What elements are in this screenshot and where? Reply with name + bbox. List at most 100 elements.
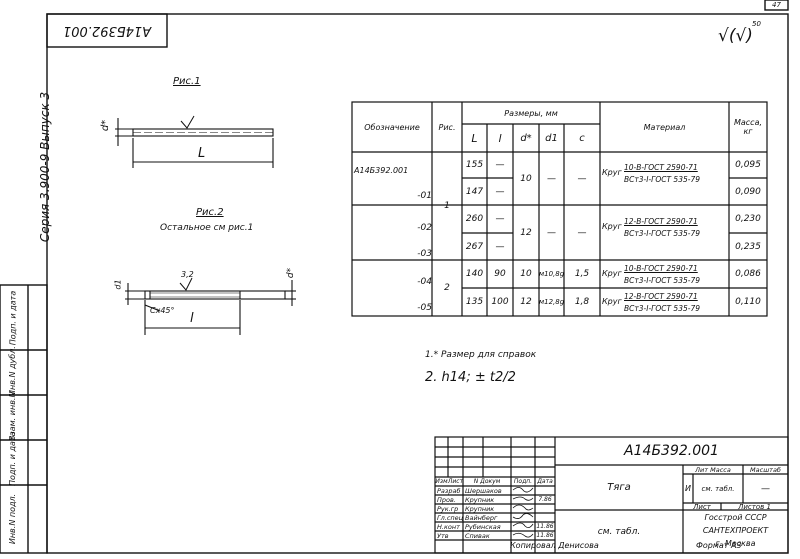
row-designation: -02 bbox=[417, 223, 432, 233]
tb-name: Крупник bbox=[465, 504, 495, 513]
cell-d: 10 bbox=[520, 269, 532, 279]
title-code: А14Б392.001 bbox=[624, 443, 719, 459]
title-scale-val: — bbox=[761, 483, 770, 494]
th-L: L bbox=[471, 131, 478, 145]
cell-l: — bbox=[495, 214, 505, 224]
cell-d1: — bbox=[547, 227, 556, 238]
th-dims: Размеры, мм bbox=[504, 108, 558, 118]
tb-name: Вайнберг bbox=[465, 513, 498, 522]
tb-name: Шершаков bbox=[465, 486, 502, 495]
tb-role: Разраб bbox=[437, 486, 461, 495]
cell-d: 12 bbox=[520, 227, 532, 238]
cell-mass: 0,235 bbox=[735, 241, 761, 252]
cell-d1: м10,8g bbox=[538, 270, 565, 278]
cell-l: — bbox=[495, 160, 505, 170]
th-d1: d1 bbox=[545, 132, 558, 144]
cell-d1: — bbox=[547, 173, 556, 184]
title-sheet: Лист bbox=[693, 502, 711, 511]
cell-c: 1,5 bbox=[574, 269, 590, 279]
material-prefix: Круг bbox=[602, 297, 622, 306]
cell-c: 1,8 bbox=[574, 297, 590, 307]
note-1: 1.* Размер для справок bbox=[425, 350, 537, 360]
cell-l: 90 bbox=[494, 269, 506, 279]
cell-mass: 0,086 bbox=[735, 269, 761, 279]
title-scale: Масштаб bbox=[750, 465, 781, 474]
cell-d1: м12,8g bbox=[538, 298, 565, 306]
tb-col-header: Дата bbox=[537, 478, 553, 485]
row-designation: -03 bbox=[417, 249, 432, 259]
cell-d: 12 bbox=[520, 297, 532, 307]
material-bottom: ВСт3-I-ГОСТ 535-79 bbox=[624, 229, 700, 238]
material-top: 12-В-ГОСТ 2590-71 bbox=[624, 217, 698, 226]
cell-L: 135 bbox=[465, 297, 484, 307]
row-designation: -01 bbox=[417, 191, 432, 201]
tb-role: Рук.гр bbox=[437, 504, 459, 513]
title-org1: Госстрой СССР bbox=[704, 513, 767, 522]
cell-mass: 0,090 bbox=[735, 186, 761, 197]
format-label: Формат А3 bbox=[696, 541, 742, 550]
tb-col-header: Подп. bbox=[513, 478, 533, 485]
tb-date: 11.86 bbox=[536, 523, 554, 530]
row-designation: -05 bbox=[417, 303, 432, 313]
tb-col-header: Изм bbox=[435, 478, 448, 485]
material-top: 10-В-ГОСТ 2590-71 bbox=[624, 163, 698, 172]
cell-l: — bbox=[495, 186, 505, 197]
fig2-l-label: l bbox=[190, 311, 194, 326]
title-mass-val: см. табл. bbox=[701, 484, 735, 493]
fig1-L-label: L bbox=[198, 146, 206, 161]
sheet-number: 47 bbox=[772, 1, 781, 9]
cell-c: — bbox=[577, 173, 587, 184]
th-d: d* bbox=[520, 132, 532, 144]
material-top: 10-В-ГОСТ 2590-71 bbox=[624, 264, 698, 273]
tb-date: 11.86 bbox=[536, 532, 554, 539]
tb-col-header: N Докум bbox=[473, 478, 501, 485]
tb-col-header: Лист bbox=[447, 478, 464, 485]
row-designation: -04 bbox=[417, 277, 432, 287]
note-2: 2. h14; ± t2/2 bbox=[425, 370, 516, 385]
roughness-symbol: √(√) bbox=[718, 26, 753, 46]
cell-mass: 0,230 bbox=[735, 214, 761, 224]
tb-role: Утв bbox=[437, 531, 449, 540]
cell-L: 155 bbox=[465, 160, 484, 170]
tb-role: Гл.спец bbox=[437, 513, 464, 522]
material-prefix: Круг bbox=[602, 222, 622, 231]
title-lit-mass: Лит Масса bbox=[695, 465, 731, 474]
th-designation: Обозначение bbox=[364, 122, 420, 132]
copied-by: Копировал Денисова bbox=[510, 541, 599, 550]
th-l: l bbox=[498, 131, 502, 145]
th-material: Материал bbox=[643, 122, 686, 132]
tb-role: Н.конт bbox=[437, 522, 460, 531]
tb-name: Спивак bbox=[465, 531, 490, 540]
cell-l: — bbox=[495, 241, 505, 252]
cell-L: 260 bbox=[465, 214, 484, 224]
th-fig: Рис. bbox=[438, 122, 456, 132]
fig-group-1: 1 bbox=[444, 201, 450, 211]
cell-L: 140 bbox=[465, 269, 484, 279]
title-org3: г. Москва bbox=[715, 539, 756, 548]
material-bottom: ВСт3-I-ГОСТ 535-79 bbox=[624, 276, 700, 285]
tb-name: Рубинская bbox=[465, 522, 501, 531]
th-c: c bbox=[579, 132, 585, 144]
material-prefix: Круг bbox=[602, 168, 622, 177]
title-sheets: Листов 1 bbox=[738, 502, 771, 511]
roughness-value: 50 bbox=[752, 20, 761, 28]
cell-mass: 0,110 bbox=[735, 297, 761, 307]
tb-date: 7.86 bbox=[538, 496, 552, 503]
title-org2: САНТЕХПРОЕКТ bbox=[702, 526, 769, 535]
tb-name: Крупник bbox=[465, 495, 495, 504]
material-prefix: Круг bbox=[602, 269, 622, 278]
title-lit-val: И bbox=[685, 484, 691, 493]
material-bottom: ВСт3-I-ГОСТ 535-79 bbox=[624, 175, 700, 184]
cell-d: 10 bbox=[520, 173, 532, 184]
title-name: Тяга bbox=[607, 482, 631, 493]
cell-mass: 0,095 bbox=[735, 160, 761, 170]
fig2-roughness: 3,2 bbox=[181, 270, 194, 279]
material-top: 12-В-ГОСТ 2590-71 bbox=[624, 292, 698, 301]
fig-group-2: 2 bbox=[444, 283, 450, 293]
cell-L: 267 bbox=[465, 241, 484, 252]
row-designation: А14Б392.001 bbox=[354, 165, 409, 175]
cell-l: 100 bbox=[491, 297, 509, 307]
fig2-chamfer: Cx45° bbox=[150, 306, 175, 315]
cell-c: — bbox=[577, 227, 587, 238]
